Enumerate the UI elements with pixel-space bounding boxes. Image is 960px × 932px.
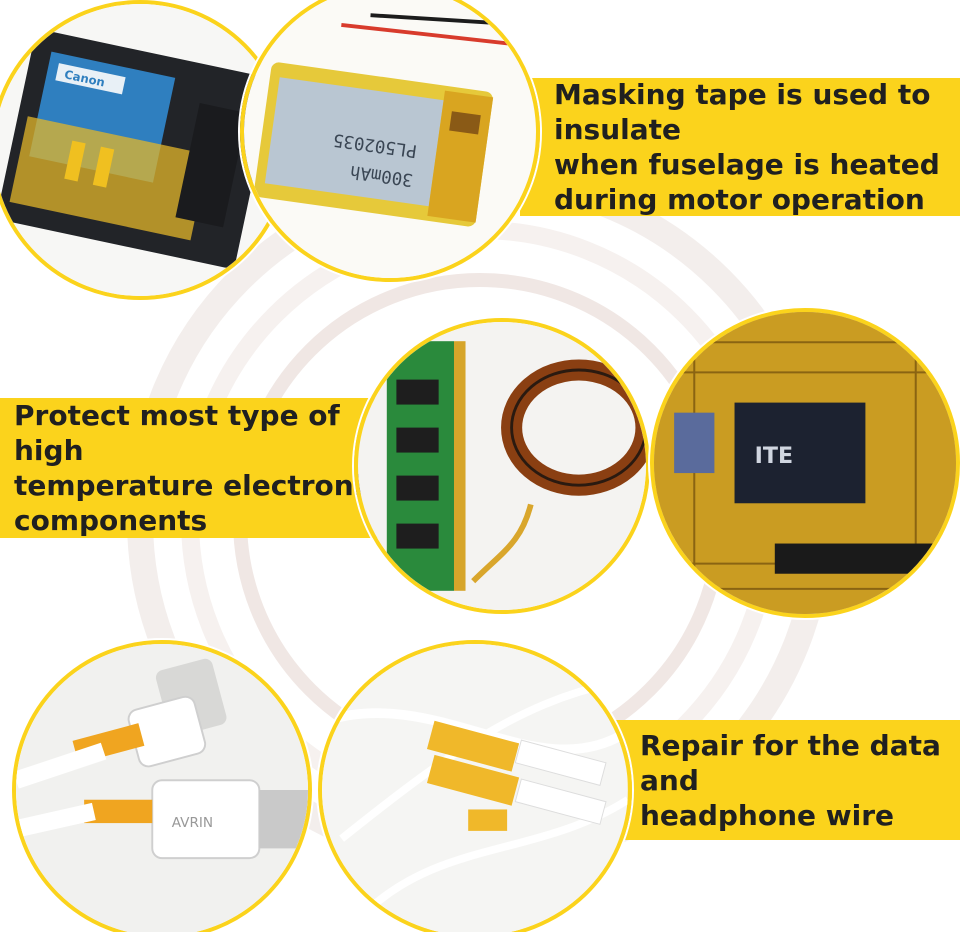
ram-tape-photo — [354, 318, 650, 614]
protect-line-1: Protect most type of high — [14, 399, 340, 467]
protect-banner: Protect most type of high temperature el… — [0, 398, 380, 538]
insulate-line-2: when fuselage is heated — [554, 148, 940, 181]
headphone-cable-photo — [318, 640, 632, 932]
motherboard-photo: ITE — [650, 308, 960, 618]
usb-cable-photo: AVRIN — [12, 640, 312, 932]
chip-brand-text: ITE — [755, 443, 793, 469]
repair-line-1: Repair for the data and — [640, 728, 941, 797]
insulate-line-3: during motor operation — [554, 183, 925, 216]
repair-banner: Repair for the data and headphone wire — [600, 720, 960, 840]
lipo-battery-photo: PL502035 300mAh — [240, 0, 540, 282]
protect-line-2: temperature electronic — [14, 469, 380, 502]
repair-line-2: headphone wire — [640, 798, 895, 832]
insulate-banner: Masking tape is used to insulate when fu… — [520, 78, 960, 216]
usb-brand-text: AVRIN — [172, 815, 213, 831]
protect-line-3: components — [14, 504, 208, 537]
battery-photo: Canon — [0, 0, 290, 300]
insulate-line-1: Masking tape is used to insulate — [554, 78, 931, 146]
